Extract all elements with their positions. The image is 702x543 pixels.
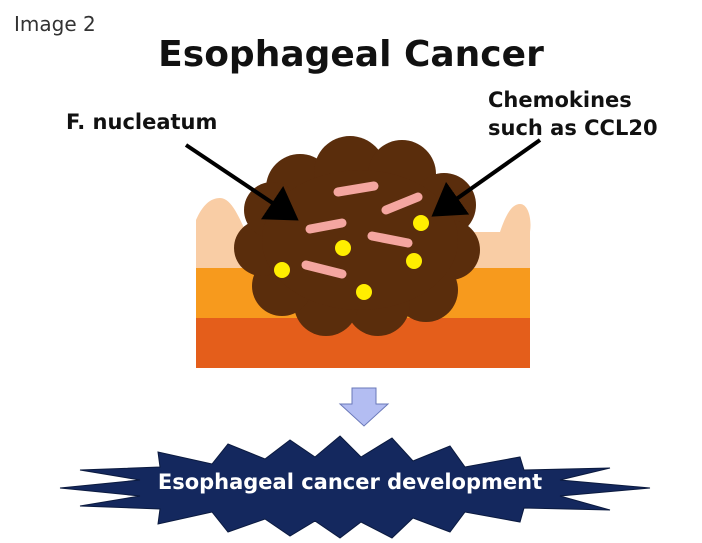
diagram-title: Esophageal Cancer bbox=[158, 34, 544, 75]
outcome-starburst bbox=[59, 435, 651, 539]
bacterium-rod bbox=[333, 181, 379, 197]
chemokine-dot bbox=[406, 253, 422, 269]
chemokine-pointer-arrow bbox=[431, 138, 542, 217]
chemokine-label-line1: Chemokines bbox=[488, 88, 632, 112]
chemokine-label: Chemokines such as CCL20 bbox=[488, 86, 658, 142]
outcome-label: Esophageal cancer development bbox=[157, 470, 543, 494]
chemokine-dots bbox=[274, 215, 429, 300]
chemokine-label-line2: such as CCL20 bbox=[488, 116, 658, 140]
tumor-mass bbox=[234, 136, 480, 336]
bacterium-rod bbox=[367, 231, 413, 248]
chemokine-dot bbox=[356, 284, 372, 300]
chemokine-dot bbox=[274, 262, 290, 278]
bacterium-rod bbox=[305, 218, 347, 234]
bacterium-rod bbox=[381, 192, 423, 215]
down-arrow bbox=[338, 387, 390, 427]
image-label: Image 2 bbox=[14, 12, 96, 36]
bacterium-pointer-arrow bbox=[184, 143, 299, 221]
chemokine-dot bbox=[413, 215, 429, 231]
chemokine-dot bbox=[335, 240, 351, 256]
bacterium-rod bbox=[301, 260, 347, 279]
bacterium-label: F. nucleatum bbox=[66, 110, 218, 134]
bacteria-rods bbox=[301, 181, 423, 279]
